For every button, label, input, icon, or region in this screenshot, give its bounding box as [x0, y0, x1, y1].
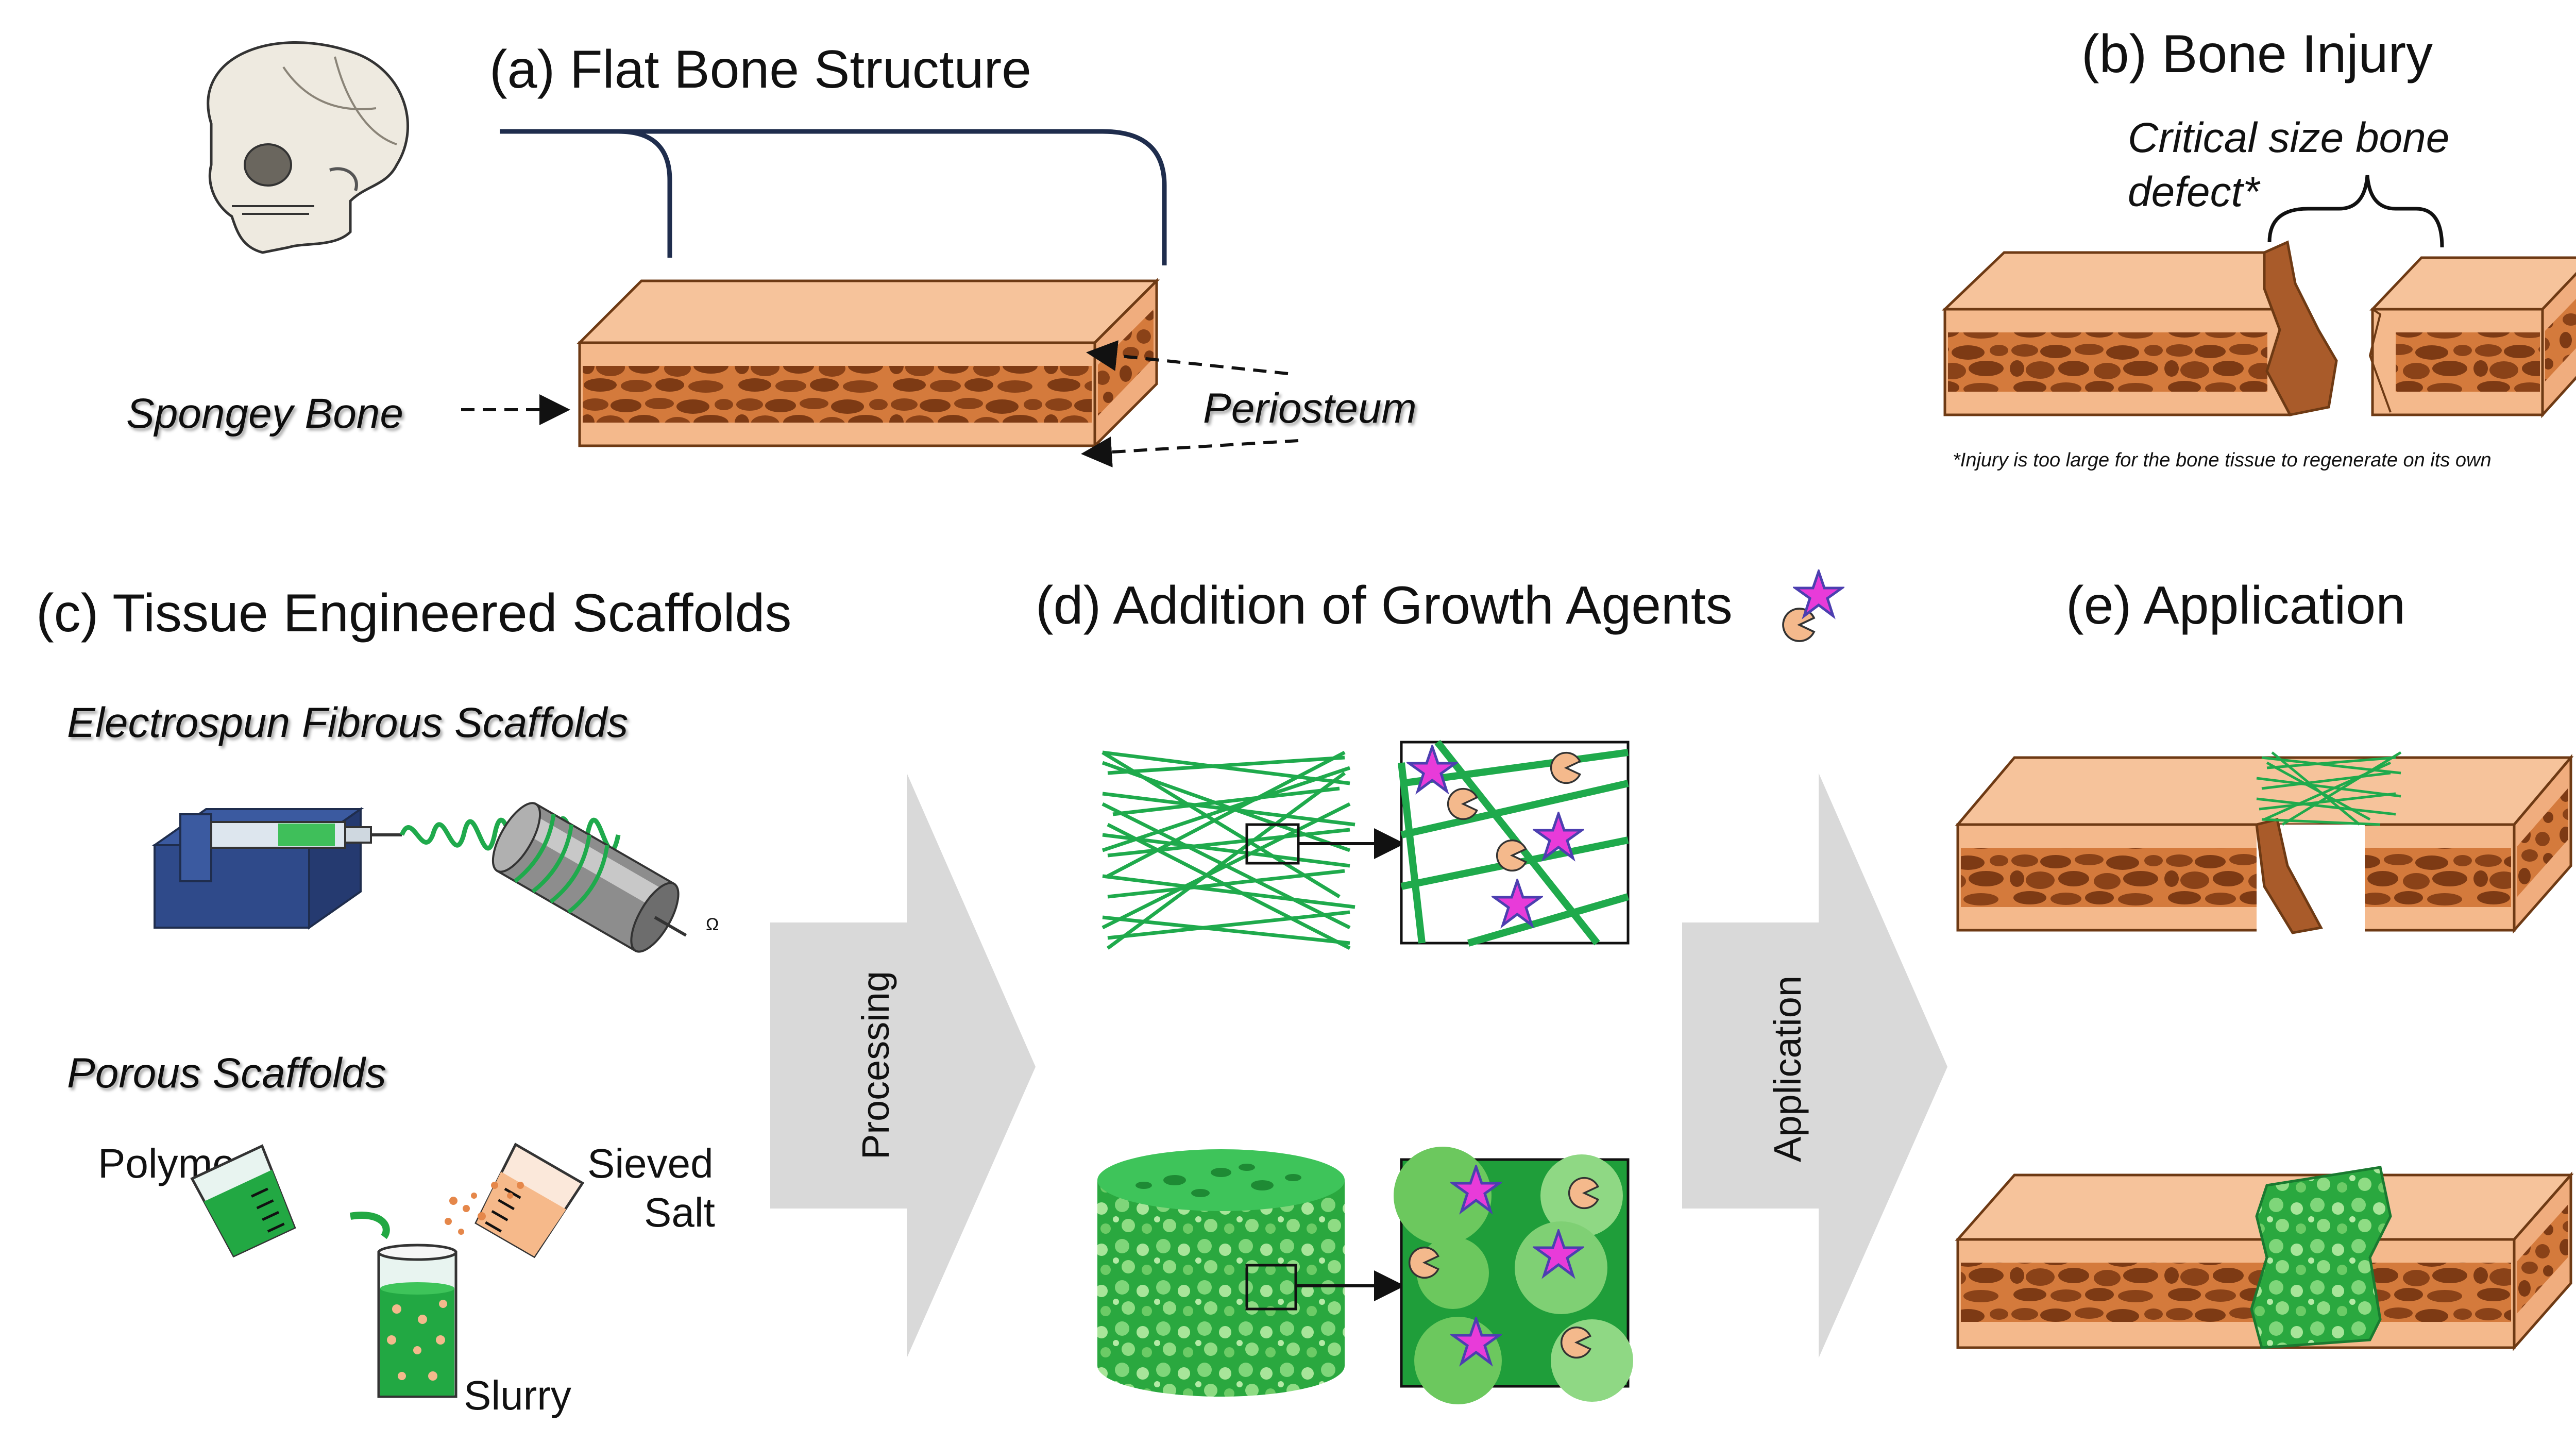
injured-bone-slab [1941, 240, 2576, 418]
salt-beaker [474, 1143, 585, 1259]
bone-with-porous-scaffold [1955, 1166, 2574, 1351]
electrospinning-apparatus: Ω [151, 802, 719, 953]
sieved-label-line1: Sieved [587, 1140, 714, 1186]
polymer-pour [349, 1212, 390, 1239]
periosteum-label: Periosteum [1203, 385, 1417, 432]
panel-d-title: (d) Addition of Growth Agents [1036, 576, 1733, 635]
omega-label: Ω [706, 915, 719, 934]
slurry-beaker [377, 1244, 457, 1398]
salt-grains [445, 1182, 524, 1235]
panel-a-title: (a) Flat Bone Structure [489, 40, 1031, 99]
fiber-closeup [1398, 740, 1630, 947]
panel-c: (c) Tissue Engineered Scaffolds Electros… [36, 583, 791, 1418]
polymer-beaker [190, 1144, 296, 1258]
sieved-label-line2: Salt [644, 1189, 715, 1235]
porous-label: Porous Scaffolds [67, 1050, 386, 1097]
skull-illustration [207, 41, 409, 254]
application-arrow-label: Application [1766, 976, 1809, 1162]
processing-arrow: Processing [770, 773, 1036, 1358]
periosteum-arrow-bottom [1081, 437, 1299, 468]
flat-bone-slab [580, 281, 1157, 446]
panel-b: (b) Bone Injury Critical size bone defec… [1941, 24, 2576, 471]
spongey-bone-label: Spongey Bone [126, 390, 403, 437]
growth-agent-icon [1782, 572, 1842, 642]
processing-arrow-label: Processing [854, 971, 897, 1160]
pore-closeup [1394, 1147, 1633, 1404]
panel-c-title: (c) Tissue Engineered Scaffolds [36, 583, 791, 643]
periosteum-arrow-top [1086, 340, 1289, 375]
porous-cylinder [1097, 1149, 1345, 1397]
bone-with-fibrous-scaffold [1955, 751, 2574, 934]
panel-e: (e) Application [1955, 576, 2574, 1351]
zoom-bracket [500, 129, 1167, 265]
slurry-label: Slurry [464, 1372, 571, 1418]
defect-label-line1: Critical size bone [2128, 114, 2449, 161]
panel-a: (a) Flat Bone Structure Spongey Bone Per… [126, 40, 1417, 468]
defect-label-line2: defect* [2128, 169, 2261, 215]
electrospun-label: Electrospun Fibrous Scaffolds [67, 699, 628, 746]
defect-footnote: *Injury is too large for the bone tissue… [1953, 449, 2492, 471]
fibrous-mat [1101, 750, 1355, 950]
panel-d: (d) Addition of Growth Agents [1036, 572, 1842, 1404]
panel-b-title: (b) Bone Injury [2081, 24, 2433, 84]
panel-e-title: (e) Application [2066, 576, 2405, 635]
defect-brace [2267, 175, 2444, 248]
application-arrow: Application [1682, 773, 1947, 1358]
